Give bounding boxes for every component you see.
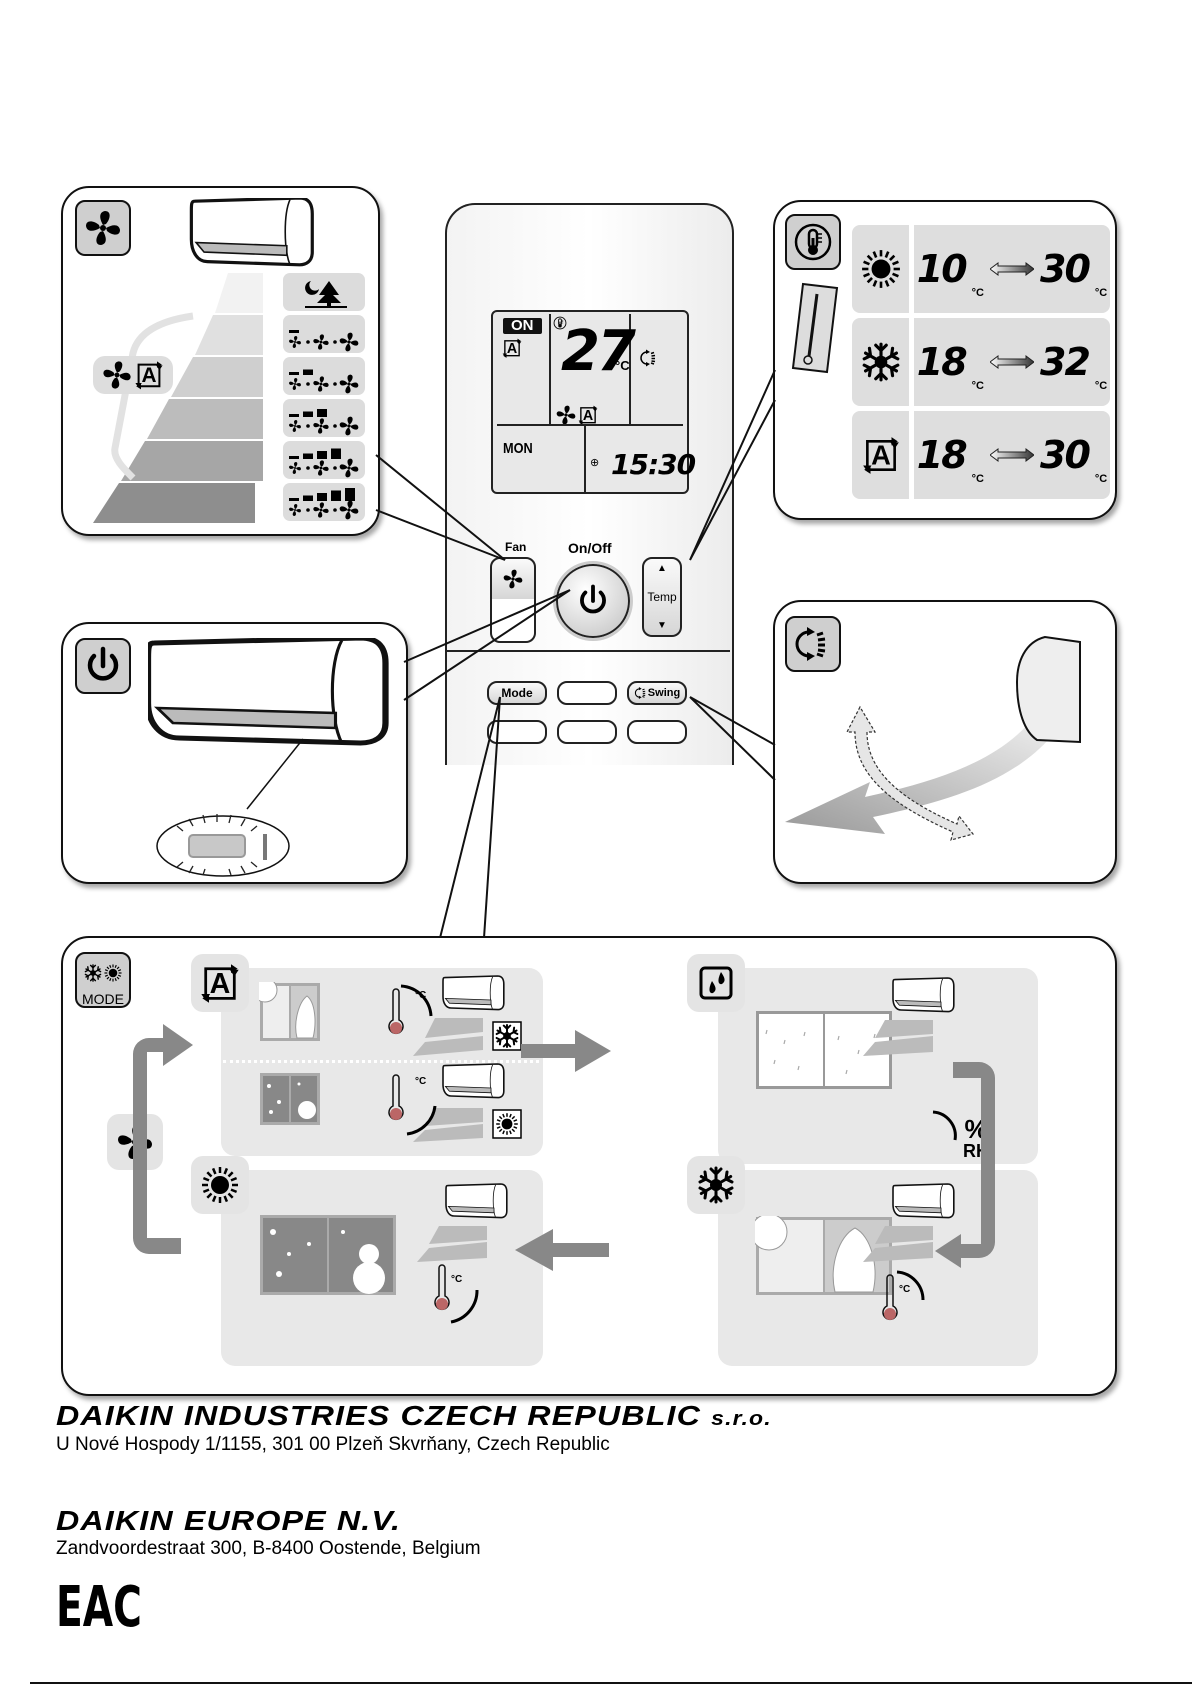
indoor-unit-cool [893,1184,954,1218]
footer-rule [30,1682,1192,1684]
address-europe: Zandvoordestraat 300, B-8400 Oostende, B… [56,1538,481,1560]
indoor-unit-auto-heat [443,1064,504,1098]
auto-cool-temp-unit: °C [415,990,426,1001]
heat-temp-unit: °C [451,1274,462,1285]
eac-mark: EAC [56,1580,142,1636]
company-name-czech-text: DAIKIN INDUSTRIES CZECH REPUBLIC [56,1400,701,1431]
mode-cycle-illustrations [63,938,1115,1394]
mode-cycle-panel: MODE % RH [61,936,1117,1396]
auto-heat-temp-unit: °C [415,1076,426,1087]
indoor-unit-auto-cool [443,976,504,1010]
company-name-czech: DAIKIN INDUSTRIES CZECH REPUBLIC s.r.o. [56,1400,772,1432]
address-czech: U Nové Hospody 1/1155, 301 00 Plzeň Skvr… [56,1434,610,1456]
indoor-unit-heat [446,1184,507,1218]
company-suffix: s.r.o. [711,1408,772,1430]
callout-lines [0,0,1192,960]
sun-icon [496,1113,518,1135]
company-name-europe: DAIKIN EUROPE N.V. [56,1505,401,1537]
indoor-unit-dry [893,978,954,1012]
cool-temp-unit: °C [899,1284,910,1295]
